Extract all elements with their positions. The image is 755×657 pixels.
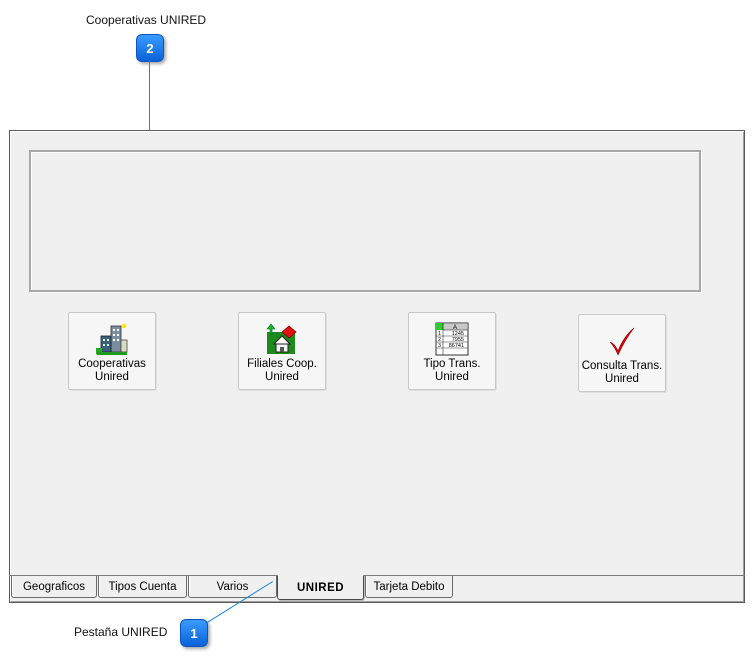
svg-text:2: 2 bbox=[438, 337, 441, 343]
svg-text:7955: 7955 bbox=[452, 337, 464, 343]
callout-badge-2: 2 bbox=[136, 34, 164, 62]
callout-label-pestana-unired: Pestaña UNIRED bbox=[74, 625, 168, 639]
callout-badge-1: 1 bbox=[180, 619, 208, 647]
svg-text:86741: 86741 bbox=[449, 343, 464, 349]
tab-tarjeta-debito[interactable]: Tarjeta Debito bbox=[365, 576, 453, 598]
svg-text:1: 1 bbox=[438, 331, 441, 337]
tab-geograficos[interactable]: Geograficos bbox=[11, 576, 97, 598]
tab-strip: Geograficos Tipos Cuenta Varios UNIRED T… bbox=[9, 575, 745, 603]
red-checkmark-icon bbox=[609, 327, 635, 356]
spreadsheet-icon: A 1245 7955 86741 1 2 3 bbox=[435, 322, 469, 356]
cooperativas-unired-button[interactable]: Cooperativas Unired bbox=[68, 312, 156, 390]
tab-unired[interactable]: UNIRED bbox=[277, 575, 364, 600]
cooperativas-unired-label: Cooperativas Unired bbox=[78, 358, 146, 383]
buildings-icon bbox=[96, 323, 128, 355]
callout-label-cooperativas: Cooperativas UNIRED bbox=[86, 13, 207, 27]
filiales-coop-unired-button[interactable]: Filiales Coop. Unired bbox=[238, 312, 326, 390]
tipo-trans-unired-label: Tipo Trans. Unired bbox=[423, 358, 481, 383]
tab-tipos-cuenta[interactable]: Tipos Cuenta bbox=[98, 576, 187, 598]
svg-text:1245: 1245 bbox=[452, 331, 464, 337]
consulta-trans-unired-label: Consulta Trans. Unired bbox=[581, 360, 663, 385]
svg-text:A: A bbox=[453, 325, 457, 331]
unired-button-group bbox=[29, 150, 701, 292]
filiales-coop-unired-label: Filiales Coop. Unired bbox=[247, 358, 317, 383]
house-upload-icon bbox=[266, 323, 297, 354]
svg-text:3: 3 bbox=[438, 343, 441, 349]
tipo-trans-unired-button[interactable]: A 1245 7955 86741 1 2 3 Tipo Trans. Unir… bbox=[408, 312, 496, 390]
consulta-trans-unired-button[interactable]: Consulta Trans. Unired bbox=[578, 314, 666, 392]
